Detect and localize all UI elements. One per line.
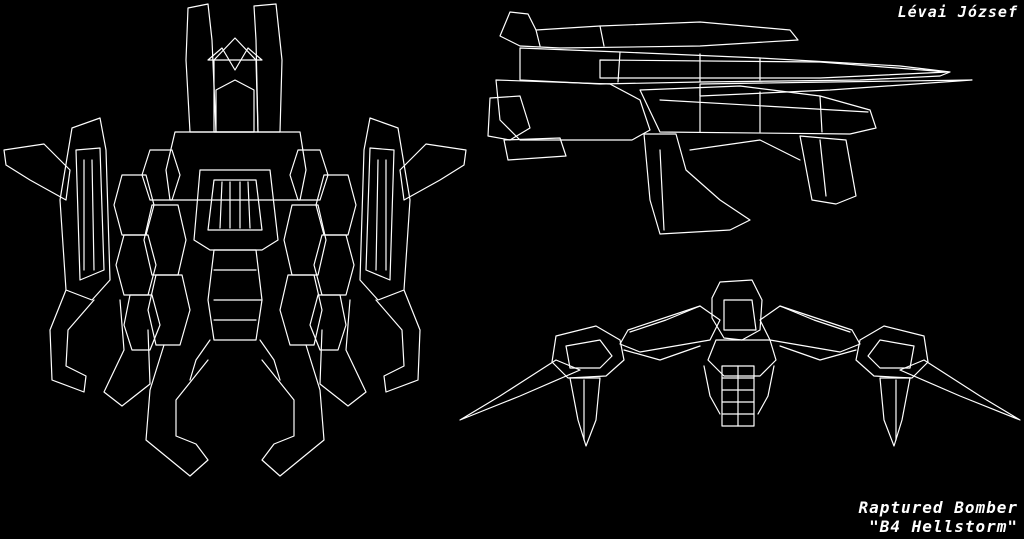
ship-side-view — [487, 11, 973, 235]
author-credit: Lévai József — [897, 3, 1018, 21]
ship-top-view — [3, 3, 467, 477]
ship-designation: "B4 Hellstorm" — [869, 517, 1018, 536]
ship-front-view — [459, 279, 1021, 447]
ship-name: Raptured Bomber — [858, 498, 1018, 517]
